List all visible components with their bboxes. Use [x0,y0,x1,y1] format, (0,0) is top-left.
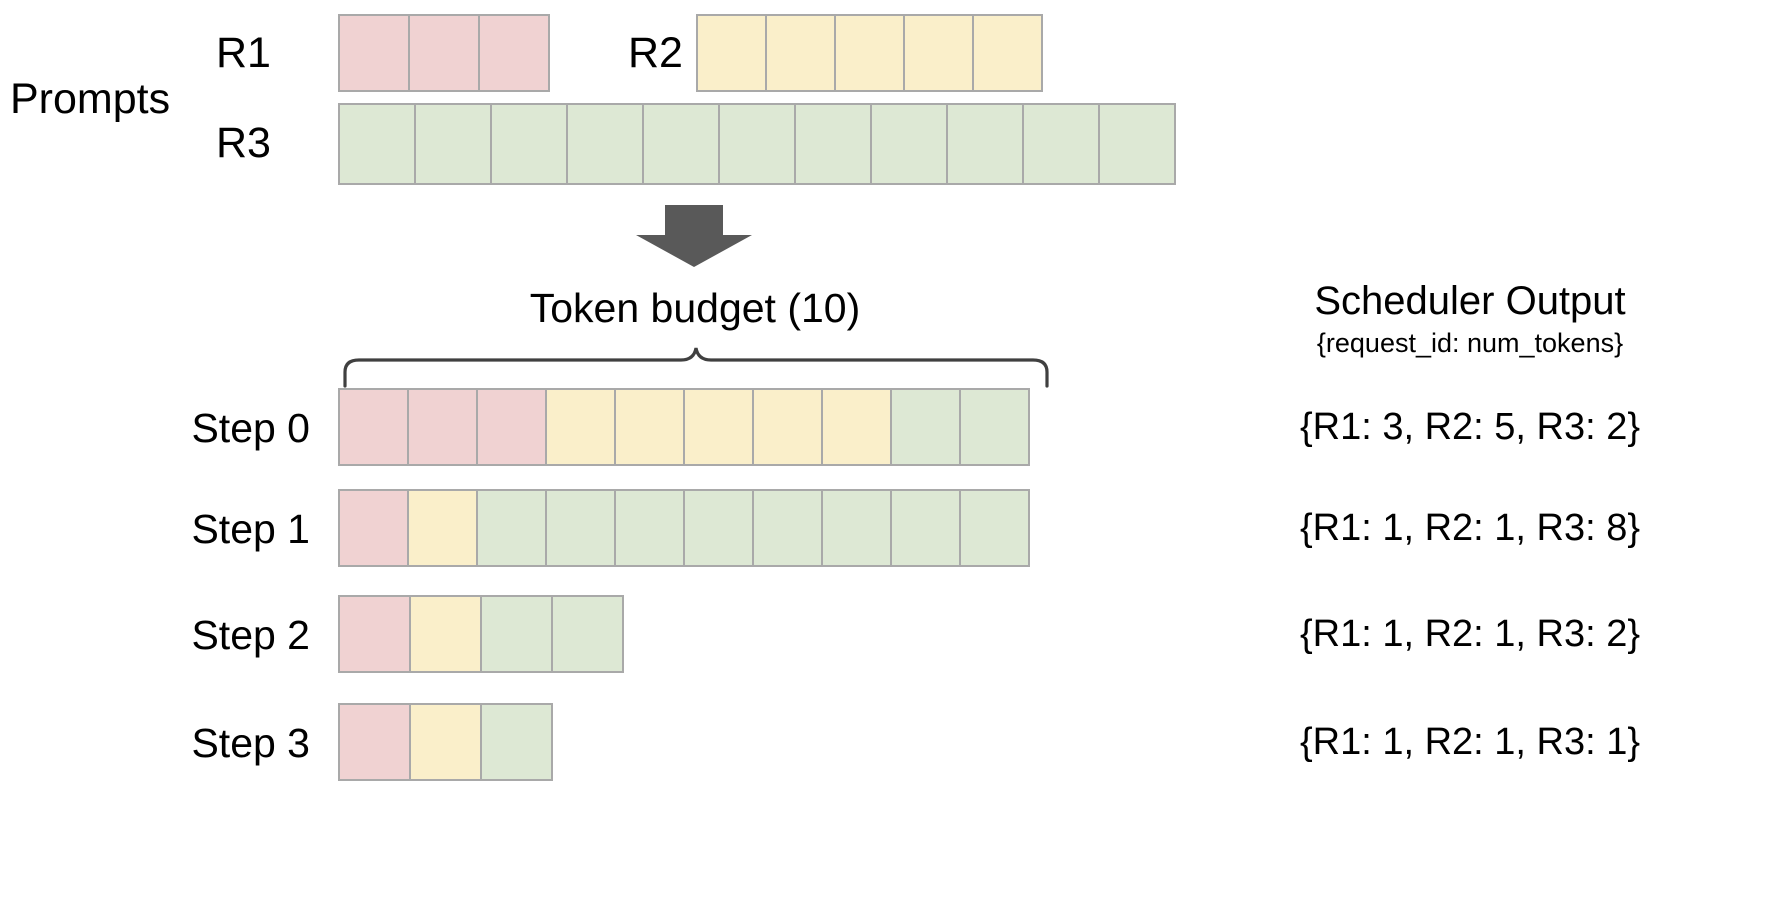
token-cell [338,595,411,673]
token-cell [765,14,836,92]
scheduler-output-subtitle: {request_id: num_tokens} [1316,328,1624,358]
prompt-strip-r2 [696,14,1043,92]
token-cell [338,703,411,781]
token-cell [834,14,905,92]
token-cell [480,703,553,781]
token-cell [480,595,553,673]
token-cell [752,489,823,567]
token-cell [890,388,961,466]
scheduler-output-title: Scheduler Output [1314,279,1626,323]
scheduler-output-row-3: {R1: 1, R2: 1, R3: 1} [1299,721,1641,763]
step-label-3: Step 3 [191,720,310,766]
token-cell [683,489,754,567]
scheduler-output-row-2: {R1: 1, R2: 1, R3: 2} [1299,613,1641,655]
token-cell [478,14,550,92]
token-cell [821,388,892,466]
prompt-strip-r3 [338,103,1176,185]
token-cell [476,489,547,567]
prompt-label-r1: R1 [216,29,271,77]
token-cell [1098,103,1176,185]
token-cell [696,14,767,92]
step-strip-3 [338,703,553,781]
step-label-2: Step 2 [191,612,310,658]
scheduler-output-row-1: {R1: 1, R2: 1, R3: 8} [1299,507,1641,549]
prompt-label-r2: R2 [628,29,683,77]
token-cell [959,489,1030,567]
token-cell [972,14,1043,92]
token-budget-label: Token budget (10) [529,285,861,331]
step-label-1: Step 1 [191,506,310,552]
token-cell [870,103,948,185]
token-cell [338,489,409,567]
step-strip-1 [338,489,1030,567]
down-arrow-icon [636,205,752,267]
token-cell [566,103,644,185]
token-cell [409,595,482,673]
token-cell [821,489,892,567]
token-cell [338,103,416,185]
token-cell [476,388,547,466]
token-cell [545,489,616,567]
prompt-strip-r1 [338,14,550,92]
token-cell [407,388,478,466]
token-cell [642,103,720,185]
token-cell [718,103,796,185]
token-cell [752,388,823,466]
scheduler-output-row-0: {R1: 3, R2: 5, R3: 2} [1299,406,1641,448]
prompt-label-r3: R3 [216,119,271,167]
step-strip-0 [338,388,1030,466]
token-cell [1022,103,1100,185]
token-cell [946,103,1024,185]
token-cell [959,388,1030,466]
step-label-0: Step 0 [191,405,310,451]
token-cell [614,388,685,466]
token-cell [338,388,409,466]
token-cell [338,14,410,92]
token-cell [551,595,624,673]
prompts-label: Prompts [10,75,171,123]
token-cell [683,388,754,466]
token-budget-brace [341,344,1051,388]
token-cell [890,489,961,567]
token-cell [903,14,974,92]
token-cell [408,14,480,92]
token-cell [614,489,685,567]
token-cell [545,388,616,466]
token-cell [414,103,492,185]
token-cell [409,703,482,781]
token-cell [794,103,872,185]
step-strip-2 [338,595,624,673]
token-cell [407,489,478,567]
token-cell [490,103,568,185]
